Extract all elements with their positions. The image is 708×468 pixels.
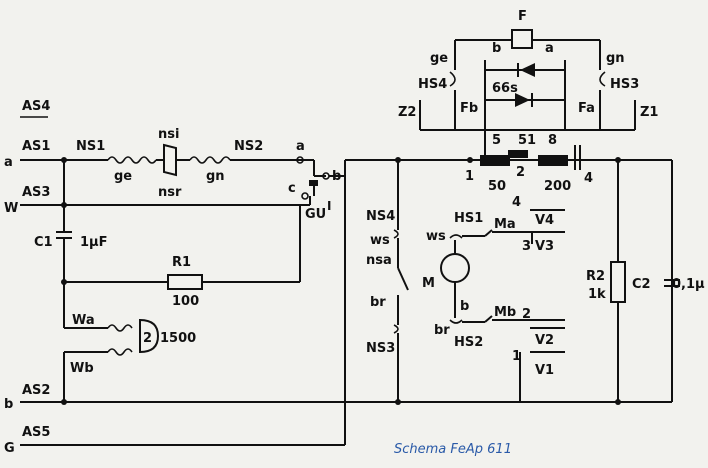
label-t1b: 1: [512, 349, 521, 364]
label-as1: AS1: [22, 139, 50, 154]
label-ws-ns: ws: [370, 233, 390, 248]
winding-50: [480, 155, 510, 166]
label-v3: V3: [535, 239, 554, 254]
diode-2: [515, 93, 530, 107]
label-r2-val: 1k: [588, 287, 606, 302]
label-m: M: [422, 276, 435, 291]
label-mb: Mb: [494, 305, 516, 320]
label-wa: Wa: [72, 313, 95, 328]
coil-ge: [107, 156, 157, 164]
label-fa: Fa: [578, 101, 595, 116]
wecker-bell: [139, 318, 160, 354]
label-br-ns: br: [370, 295, 386, 310]
label-t5: 5: [492, 133, 501, 148]
label-f-b: b: [492, 41, 501, 56]
label-v2: V2: [535, 333, 554, 348]
label-c2: C2: [632, 277, 651, 292]
label-b-left: b: [4, 397, 13, 412]
label-z1: Z1: [640, 105, 658, 120]
label-gu-sup: I: [327, 199, 331, 213]
label-br-hs: br: [434, 323, 450, 338]
label-gu: GU: [305, 207, 326, 222]
coil-gn: [189, 156, 231, 164]
label-wb: Wb: [70, 361, 94, 376]
label-ns2: NS2: [234, 139, 263, 154]
label-t3: 3: [522, 239, 531, 254]
label-g-left: G: [4, 441, 15, 456]
label-ws-hs: ws: [426, 229, 446, 244]
label-m-b: b: [460, 299, 469, 314]
label-wecker-num: 2: [143, 331, 152, 346]
label-as4: AS4: [22, 99, 50, 114]
nsa-contact: [397, 267, 409, 291]
label-r2: R2: [586, 269, 605, 284]
label-t2: 2: [516, 165, 525, 180]
label-f-a: a: [545, 41, 554, 56]
label-ns3: NS3: [366, 341, 395, 356]
label-t4b: 4: [512, 195, 521, 210]
label-t200: 200: [544, 179, 571, 194]
label-nsi: nsi: [158, 127, 179, 142]
label-c2-val: 0,1µ: [672, 277, 705, 292]
label-a-left: a: [4, 155, 13, 170]
label-r1-val: 100: [172, 294, 199, 309]
label-as3: AS3: [22, 185, 50, 200]
label-t8: 8: [548, 133, 557, 148]
label-gu-a: a: [296, 139, 305, 154]
label-gn-top: gn: [206, 169, 225, 184]
label-hs1: HS1: [454, 211, 483, 226]
label-ge-hs4: ge: [430, 51, 448, 66]
label-wecker-val: 1500: [160, 331, 196, 346]
label-t50: 50: [488, 179, 506, 194]
label-as2: AS2: [22, 383, 50, 398]
caption: Schema FeAp 611: [394, 442, 512, 457]
microphone-m: [440, 253, 470, 283]
label-nsa: nsa: [366, 253, 392, 268]
label-fb: Fb: [460, 101, 478, 116]
label-t2b: 2: [522, 307, 531, 322]
resistor-r2: [610, 261, 626, 303]
label-r1: R1: [172, 255, 191, 270]
label-diode: 66s: [492, 81, 518, 96]
label-v1: V1: [535, 363, 554, 378]
label-v4: V4: [535, 213, 554, 228]
label-hs2: HS2: [454, 335, 483, 350]
diode-1: [520, 63, 535, 77]
nsi-nsr-contact: [163, 143, 177, 177]
label-hs4: HS4: [418, 77, 447, 92]
label-t4: 4: [584, 171, 593, 186]
label-f: F: [518, 9, 527, 24]
winding-200: [538, 155, 568, 166]
label-nsr: nsr: [158, 185, 182, 200]
label-z2: Z2: [398, 105, 416, 120]
label-as5: AS5: [22, 425, 50, 440]
label-gu-c: c: [288, 181, 296, 196]
label-t51: 51: [518, 133, 536, 148]
label-c1: C1: [34, 235, 53, 250]
label-ns1: NS1: [76, 139, 105, 154]
resistor-r1: [167, 274, 203, 290]
label-ge-top: ge: [114, 169, 132, 184]
label-ma: Ma: [494, 217, 516, 232]
label-t1: 1: [465, 169, 474, 184]
label-gn-hs3: gn: [606, 51, 625, 66]
fuse-f: [511, 29, 533, 49]
label-ns4: NS4: [366, 209, 395, 224]
label-hs3: HS3: [610, 77, 639, 92]
label-w-left: W: [4, 201, 18, 216]
label-c1-val: 1µF: [80, 235, 108, 250]
